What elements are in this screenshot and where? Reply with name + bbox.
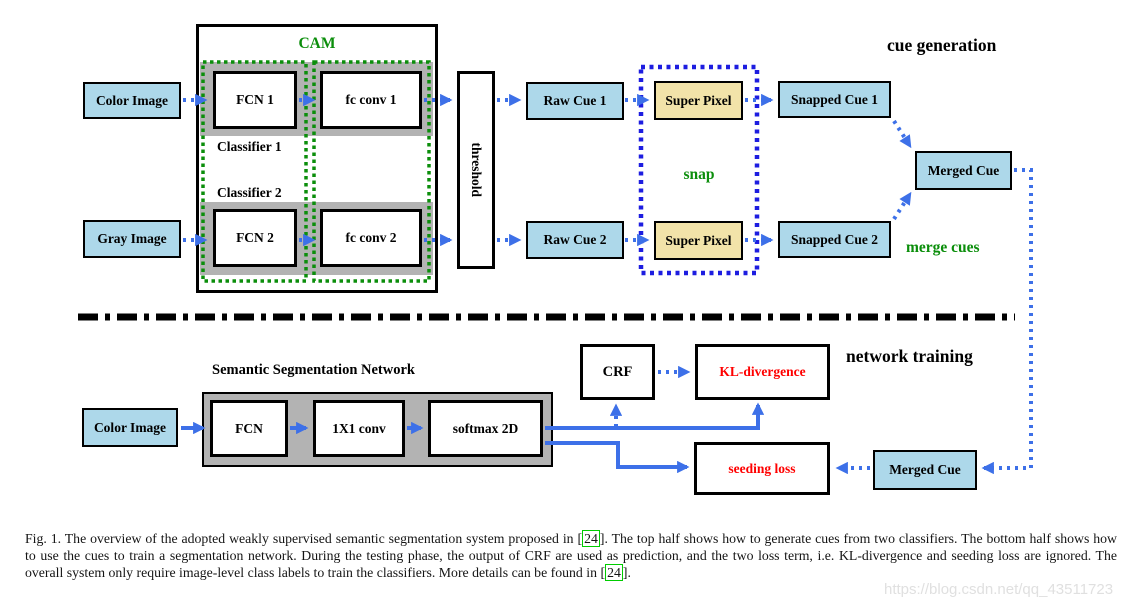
fcn-label: FCN: [235, 420, 263, 436]
caption-text-2: ]. The top half shows how to generate cu…: [25, 530, 1117, 581]
kl-divergence-label: KL-divergence: [719, 364, 806, 380]
ssn-title: Semantic Segmentation Network: [212, 362, 415, 378]
super-pixel2-box: Super Pixel: [654, 221, 743, 260]
crf-box: CRF: [580, 344, 655, 400]
csdn-watermark: https://blog.csdn.net/qq_43511723: [884, 581, 1114, 598]
fcn2-box: FCN 2: [213, 209, 297, 267]
threshold-box: threshold: [457, 71, 495, 269]
seeding-loss-box: seeding loss: [694, 442, 830, 495]
merged-cue-bottom-box: Merged Cue: [873, 450, 977, 490]
gray-image-label: Gray Image: [97, 231, 167, 247]
merged-cue-top-label: Merged Cue: [927, 162, 1000, 178]
caption-text-3: ].: [622, 565, 631, 581]
arrow-snapped-cue2-to-merged-cue: [892, 191, 912, 221]
color-image-top-box: Color Image: [83, 82, 181, 119]
classifier1-label: Classifier 1: [217, 139, 282, 154]
snapped-cue1-box: Snapped Cue 1: [778, 81, 891, 118]
conv1x1-box: 1X1 conv: [313, 400, 405, 457]
fc-conv2-label: fc conv 2: [345, 230, 397, 246]
reference-link-24-2[interactable]: 24: [605, 564, 623, 582]
fcn2-label: FCN 2: [236, 230, 274, 246]
fc-conv2-box: fc conv 2: [320, 209, 422, 267]
crf-label: CRF: [602, 363, 633, 380]
arrow-snapped-cue1-to-merged-cue: [892, 119, 912, 149]
arrow-softmax-to-seeding-loss: [545, 441, 690, 474]
conv1x1-label: 1X1 conv: [332, 420, 386, 436]
cue-generation-heading: cue generation: [887, 35, 997, 55]
fcn1-box: FCN 1: [213, 71, 297, 129]
color-image-top-label: Color Image: [95, 92, 169, 108]
classifier2-label: Classifier 2: [217, 185, 282, 200]
network-training-heading: network training: [846, 346, 973, 366]
softmax2d-label: softmax 2D: [452, 420, 519, 436]
seeding-loss-label: seeding loss: [728, 460, 796, 476]
snap-label: snap: [683, 166, 715, 183]
fc-conv1-box: fc conv 1: [320, 71, 422, 129]
fcn-box: FCN: [210, 400, 288, 457]
super-pixel1-label: Super Pixel: [665, 92, 732, 108]
kl-divergence-box: KL-divergence: [695, 344, 830, 400]
merged-cue-top-box: Merged Cue: [915, 151, 1012, 190]
gray-image-box: Gray Image: [83, 220, 181, 258]
raw-cue2-label: Raw Cue 2: [543, 232, 607, 248]
reference-link-24[interactable]: 24: [582, 529, 600, 547]
merge-cues-label: merge cues: [906, 239, 980, 256]
raw-cue1-box: Raw Cue 1: [526, 82, 624, 120]
threshold-label: threshold: [468, 142, 484, 198]
snapped-cue1-label: Snapped Cue 1: [790, 91, 879, 107]
softmax2d-box: softmax 2D: [428, 400, 543, 457]
raw-cue2-box: Raw Cue 2: [526, 221, 624, 259]
super-pixel2-label: Super Pixel: [665, 232, 732, 248]
raw-cue1-label: Raw Cue 1: [543, 93, 607, 109]
snapped-cue2-label: Snapped Cue 2: [790, 231, 879, 247]
color-image-bottom-label: Color Image: [93, 419, 167, 435]
cam-title: CAM: [298, 35, 336, 52]
fcn1-label: FCN 1: [236, 92, 274, 108]
super-pixel1-box: Super Pixel: [654, 81, 743, 120]
arrow-softmax-to-kl-divergence: [545, 402, 765, 430]
merged-cue-bottom-label: Merged Cue: [889, 462, 961, 478]
caption-text-1: Fig. 1. The overview of the adopted weak…: [25, 530, 583, 546]
fc-conv1-label: fc conv 1: [345, 92, 397, 108]
snapped-cue2-box: Snapped Cue 2: [778, 221, 891, 258]
arrow-merged-cue-top-to-merged-cue-bottom: [981, 168, 1033, 475]
figure-caption: Fig. 1. The overview of the adopted weak…: [25, 529, 1117, 582]
color-image-bottom-box: Color Image: [82, 408, 178, 447]
